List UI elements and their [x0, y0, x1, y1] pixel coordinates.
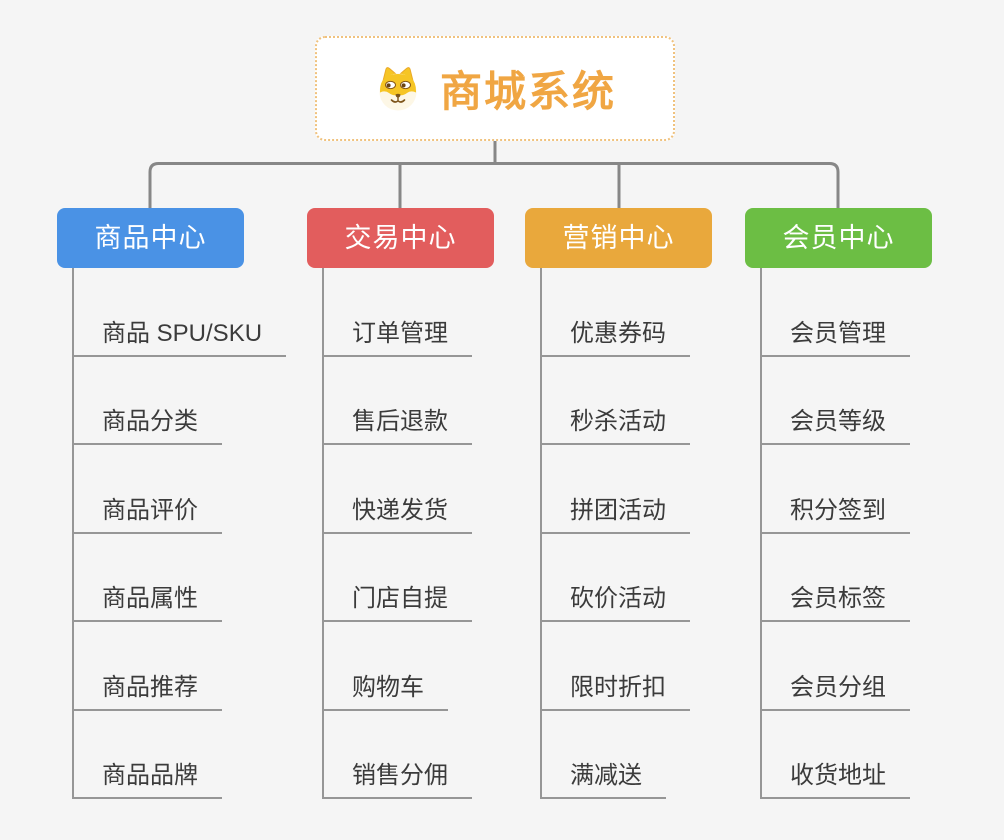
- leaf-item[interactable]: 商品推荐: [72, 667, 222, 711]
- root-node-mall-system[interactable]: 商城系统: [315, 36, 675, 141]
- branch-marketing-center: 营销中心 优惠券码 秒杀活动 拼团活动 砍价活动 限时折扣 满减送: [525, 208, 712, 799]
- leaf-item[interactable]: 优惠券码: [540, 313, 690, 357]
- leaf-item[interactable]: 商品 SPU/SKU: [72, 313, 287, 357]
- leaf-item[interactable]: 售后退款: [322, 401, 472, 445]
- branch-leaves: 商品 SPU/SKU 商品分类 商品评价 商品属性 商品推荐 商品品牌: [72, 268, 287, 799]
- leaf-item[interactable]: 会员管理: [760, 313, 910, 357]
- leaf-item[interactable]: 商品分类: [72, 401, 222, 445]
- leaf-item[interactable]: 拼团活动: [540, 490, 690, 534]
- leaf-item[interactable]: 积分签到: [760, 490, 910, 534]
- leaf-item[interactable]: 会员等级: [760, 401, 910, 445]
- branch-product-center: 商品中心 商品 SPU/SKU 商品分类 商品评价 商品属性 商品推荐 商品品牌: [57, 208, 287, 799]
- leaf-item[interactable]: 销售分佣: [322, 755, 472, 799]
- root-title: 商城系统: [439, 68, 616, 115]
- leaf-item[interactable]: 门店自提: [322, 578, 472, 622]
- leaf-item[interactable]: 会员分组: [760, 667, 910, 711]
- branch-member-center: 会员中心 会员管理 会员等级 积分签到 会员标签 会员分组 收货地址: [745, 208, 932, 799]
- leaf-item[interactable]: 商品品牌: [72, 755, 222, 799]
- branch-trunk-line: [760, 268, 762, 799]
- leaf-item[interactable]: 砍价活动: [540, 578, 690, 622]
- leaf-item[interactable]: 商品评价: [72, 490, 222, 534]
- branch-header-marketing[interactable]: 营销中心: [525, 208, 712, 268]
- branch-leaves: 会员管理 会员等级 积分签到 会员标签 会员分组 收货地址: [760, 268, 910, 799]
- leaf-item[interactable]: 会员标签: [760, 578, 910, 622]
- branch-trunk-line: [540, 268, 542, 799]
- branch-header-product[interactable]: 商品中心: [57, 208, 244, 268]
- branch-trade-center: 交易中心 订单管理 售后退款 快递发货 门店自提 购物车 销售分佣: [307, 208, 494, 799]
- leaf-item[interactable]: 秒杀活动: [540, 401, 690, 445]
- leaf-item[interactable]: 满减送: [540, 755, 666, 799]
- leaf-item[interactable]: 快递发货: [322, 490, 472, 534]
- dog-face-icon: [374, 65, 422, 113]
- leaf-item[interactable]: 收货地址: [760, 755, 910, 799]
- leaf-item[interactable]: 订单管理: [322, 313, 472, 357]
- branch-trunk-line: [322, 268, 324, 799]
- leaf-item[interactable]: 限时折扣: [540, 667, 690, 711]
- leaf-item[interactable]: 购物车: [322, 667, 448, 711]
- branch-header-member[interactable]: 会员中心: [745, 208, 932, 268]
- branch-trunk-line: [72, 268, 74, 799]
- branch-leaves: 优惠券码 秒杀活动 拼团活动 砍价活动 限时折扣 满减送: [540, 268, 690, 799]
- branch-header-trade[interactable]: 交易中心: [307, 208, 494, 268]
- leaf-item[interactable]: 商品属性: [72, 578, 222, 622]
- branch-leaves: 订单管理 售后退款 快递发货 门店自提 购物车 销售分佣: [322, 268, 472, 799]
